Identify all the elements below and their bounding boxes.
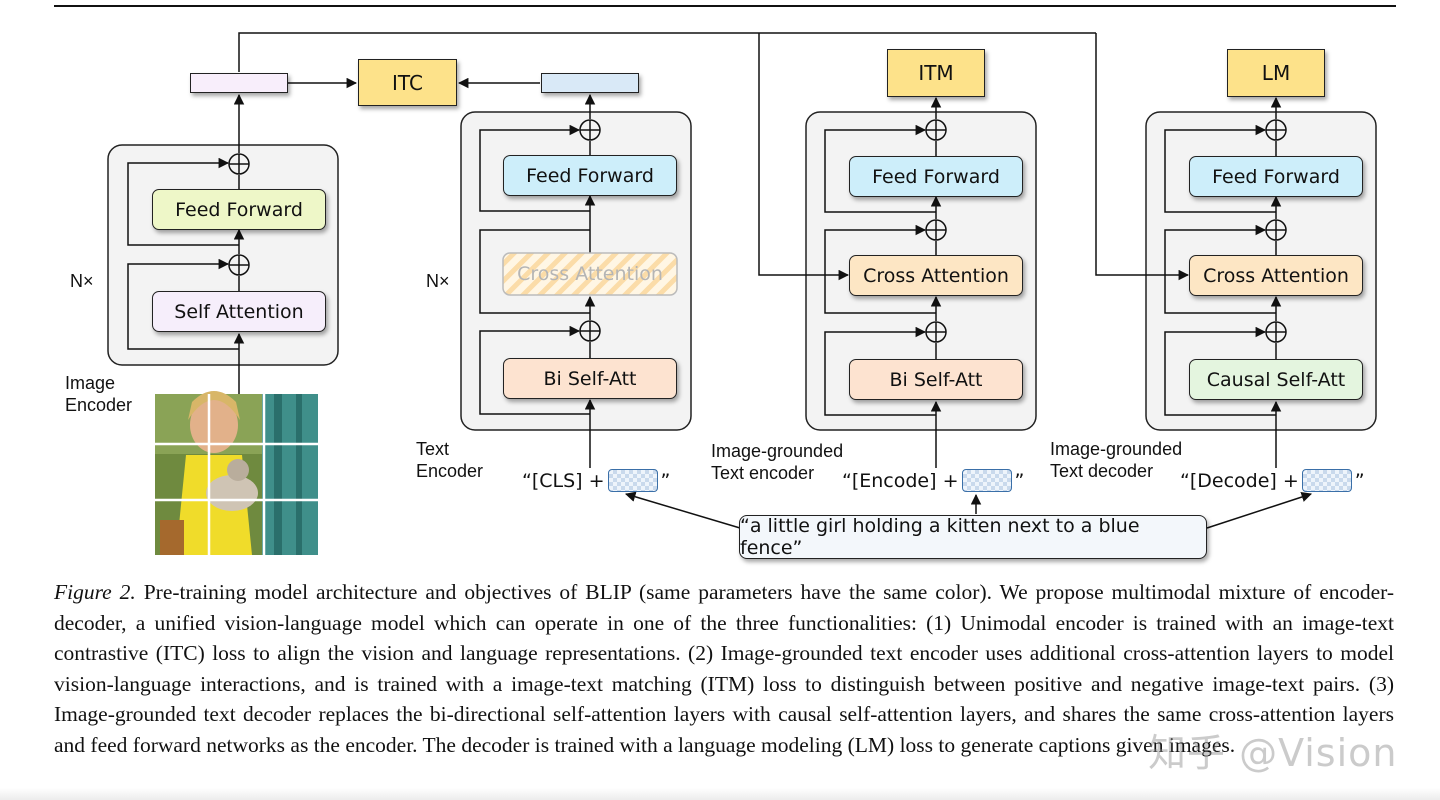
text-token-placeholder [607, 469, 658, 492]
lm-decoder-input-prompt: “[Decode] + ” [1180, 469, 1365, 492]
itm-encoder-cross-attention: Cross Attention [849, 255, 1023, 296]
lm-objective-box: LM [1227, 49, 1325, 97]
image-encoder-repeat-label: N× [70, 271, 94, 291]
figure-caption-text: Pre-training model architecture and obje… [54, 580, 1395, 757]
prompt-suffix: ” [1354, 469, 1365, 492]
cross-attention-disabled-bg [502, 252, 678, 296]
text-encoder-cross-attention-disabled: Cross Attention [517, 263, 663, 285]
image-encoder-feed-forward: Feed Forward [152, 189, 326, 230]
bottom-fade [0, 788, 1440, 800]
prompt-suffix: ” [1014, 469, 1025, 492]
lm-decoder-cross-attention: Cross Attention [1189, 255, 1363, 296]
lm-decoder-feed-forward: Feed Forward [1189, 156, 1363, 197]
image-encoder-label: Image Encoder [65, 373, 133, 415]
prompt-prefix: “[CLS] + [522, 469, 605, 492]
watermark: 知乎 @Vision [1148, 731, 1398, 775]
text-encoder-repeat-label: N× [426, 271, 450, 291]
itm-encoder-input-prompt: “[Encode] + ” [842, 469, 1024, 492]
image-embedding-bar [190, 73, 288, 93]
lm-decoder-label: Image-grounded Text decoder [1050, 439, 1183, 481]
figure-caption-label: Figure 2. [54, 580, 136, 604]
prompt-prefix: “[Encode] + [842, 469, 959, 492]
figure-caption: Figure 2. Pre-training model architectur… [54, 577, 1394, 760]
prompt-prefix: “[Decode] + [1180, 469, 1299, 492]
itm-objective-box: ITM [887, 49, 985, 97]
itm-encoder-bi-self-att: Bi Self-Att [849, 359, 1023, 400]
text-encoder-label: Text Encoder [416, 439, 484, 481]
text-token-placeholder [1301, 469, 1352, 492]
text-encoder-bi-self-att: Bi Self-Att [503, 358, 677, 399]
input-image [155, 391, 318, 555]
lm-decoder-causal-self-att: Causal Self-Att [1189, 359, 1363, 400]
top-rule [54, 5, 1396, 7]
text-encoder-input-prompt: “[CLS] + ” [522, 469, 670, 492]
itm-encoder-label: Image-grounded Text encoder [711, 441, 844, 483]
text-token-placeholder [961, 469, 1012, 492]
itc-objective-box: ITC [358, 59, 457, 106]
image-encoder-self-attention: Self Attention [152, 291, 326, 332]
text-embedding-bar [541, 73, 639, 93]
input-text-box: “a little girl holding a kitten next to … [739, 515, 1207, 559]
itm-encoder-feed-forward: Feed Forward [849, 156, 1023, 197]
image-encoder-block [107, 144, 339, 366]
prompt-suffix: ” [660, 469, 671, 492]
text-encoder-feed-forward: Feed Forward [503, 155, 677, 196]
